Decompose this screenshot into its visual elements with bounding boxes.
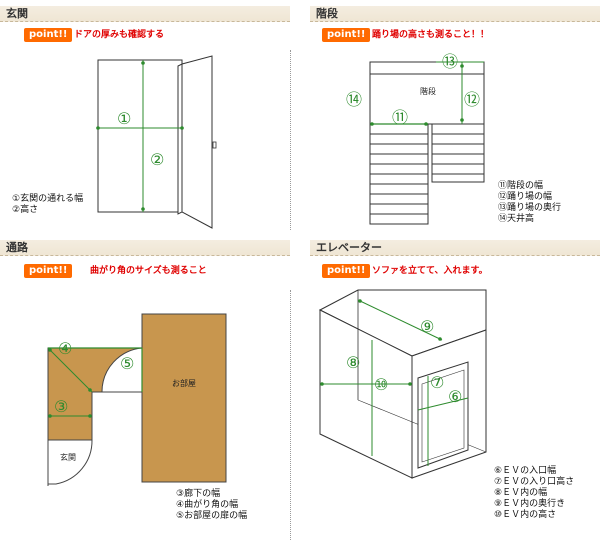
door-leaf	[181, 55, 213, 229]
entrance-door	[47, 439, 93, 485]
section-header-ev: エレベーター	[310, 240, 600, 256]
section-title-ev: エレベーター	[316, 241, 382, 254]
legend-genkan: ①玄関の通れる幅 ②高さ	[12, 194, 83, 216]
marker-10: ⑩	[374, 375, 388, 394]
stair-flight-right	[431, 123, 485, 183]
measure-dot	[424, 122, 428, 126]
ev-front-face	[411, 329, 487, 479]
marker-3: ③	[54, 397, 68, 416]
room-label: お部屋	[172, 378, 196, 388]
point-badge-kaidan: point!!	[322, 28, 371, 42]
legend-item: ②高さ	[12, 205, 39, 215]
ev-top	[318, 289, 487, 357]
section-header-kaidan: 階段	[310, 6, 600, 22]
legend-item: ⑪階段の幅	[498, 181, 544, 191]
marker-14: ⑭	[346, 90, 362, 109]
measure-line-entrance-width	[417, 397, 469, 411]
legend-item: ①玄関の通れる幅	[12, 194, 84, 204]
marker-4: ④	[58, 339, 72, 358]
legend-item: ⑫踊り場の幅	[498, 192, 553, 202]
marker-9: ⑨	[420, 317, 434, 336]
measure-line-corner	[47, 347, 93, 393]
measure-dot	[180, 126, 184, 130]
section-title-genkan: 玄関	[6, 7, 28, 20]
corridor	[47, 347, 143, 441]
section-header-genkan: 玄関	[0, 6, 290, 22]
measure-dot	[96, 126, 100, 130]
measure-dot	[438, 337, 442, 341]
legend-tsuro: ③廊下の幅 ④曲がり角の幅 ⑤お部屋の扉の幅	[176, 489, 247, 522]
measure-dot	[408, 382, 412, 386]
marker-13: ⑬	[442, 52, 458, 71]
legend-item: ⑥ＥＶの入口幅	[494, 466, 557, 476]
legend-item: ④曲がり角の幅	[176, 500, 239, 510]
room	[141, 313, 227, 483]
legend-item: ⑩ＥＶ内の高さ	[494, 510, 557, 520]
measure-dot	[141, 61, 145, 65]
section-header-tsuro: 通路	[0, 240, 290, 256]
measure-dot	[320, 382, 324, 386]
point-text-tsuro: 曲がり角のサイズも測ること	[90, 266, 207, 276]
marker-12: ⑫	[464, 90, 480, 109]
room-door-swing	[101, 347, 143, 393]
legend-item: ⑧ＥＶ内の幅	[494, 488, 548, 498]
measure-dot	[88, 414, 92, 418]
marker-7: ⑦	[430, 373, 444, 392]
separator-top	[290, 50, 291, 230]
legend-item: ⑦ＥＶの入り口高さ	[494, 477, 575, 487]
measure-dot	[460, 64, 464, 68]
ev-left-face	[319, 309, 413, 479]
point-badge-tsuro: point!!	[24, 264, 73, 278]
point-text-genkan: ドアの厚みも確認する	[74, 30, 165, 40]
section-title-tsuro: 通路	[6, 241, 28, 254]
entrance-label: 玄関	[60, 452, 76, 462]
legend-item: ⑭天井高	[498, 214, 535, 224]
point-text-kaidan: 踊り場の高さも測ること！！	[372, 30, 490, 40]
stair-label: 階段	[420, 86, 436, 96]
measure-dot	[370, 122, 374, 126]
measure-line-ev-depth	[357, 299, 443, 341]
point-text-ev: ソファを立てて、入れます。	[372, 266, 488, 276]
measure-dot	[460, 118, 464, 122]
legend-item: ③廊下の幅	[176, 489, 221, 499]
legend-item: ⑤お部屋の扉の幅	[176, 511, 248, 521]
point-badge-ev: point!!	[322, 264, 371, 278]
separator-bottom	[290, 290, 291, 540]
point-badge-genkan: point!!	[24, 28, 73, 42]
legend-kaidan: ⑪階段の幅 ⑫踊り場の幅 ⑬踊り場の奥行 ⑭天井高	[498, 181, 561, 225]
measure-dot	[88, 388, 92, 392]
marker-5: ⑤	[120, 354, 134, 373]
marker-1: ①	[117, 109, 131, 128]
legend-ev: ⑥ＥＶの入口幅 ⑦ＥＶの入り口高さ ⑧ＥＶ内の幅 ⑨ＥＶ内の奥行き ⑩ＥＶ内の高…	[494, 466, 574, 521]
measure-dot	[48, 414, 52, 418]
marker-2: ②	[150, 150, 164, 169]
measure-dot	[48, 348, 52, 352]
marker-6: ⑥	[448, 387, 462, 406]
measure-dot	[358, 299, 362, 303]
ev-entrance	[417, 361, 469, 469]
door-knob	[212, 141, 217, 149]
door-leaf-edge	[177, 63, 183, 215]
legend-item: ⑨ＥＶ内の奥行き	[494, 499, 566, 509]
door-frame	[97, 59, 183, 213]
marker-11: ⑪	[392, 108, 408, 127]
marker-8: ⑧	[346, 353, 360, 372]
measure-dot	[141, 207, 145, 211]
legend-item: ⑬踊り場の奥行	[498, 203, 562, 213]
landing	[369, 61, 485, 125]
section-title-kaidan: 階段	[316, 7, 338, 20]
stair-flight-left	[369, 123, 429, 225]
